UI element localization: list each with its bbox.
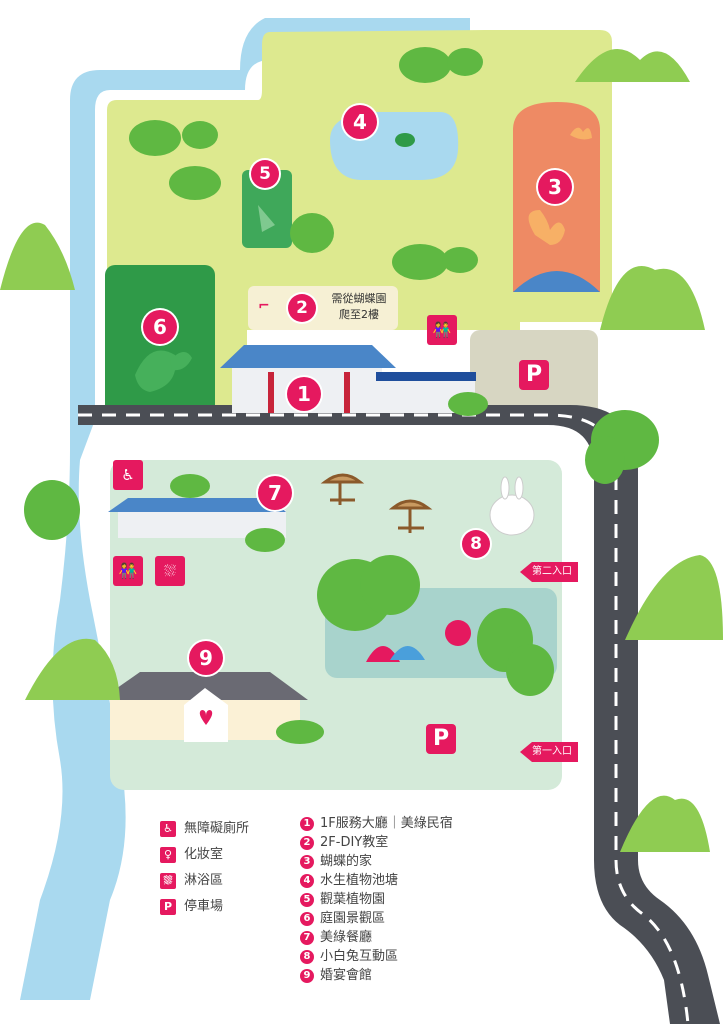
tent-blue [390,646,425,660]
callout-line-1: 需從蝴蝶園 [331,292,387,305]
entrance-1-label: 第一入口 [532,746,572,757]
mountain-5 [25,638,120,700]
trees [24,47,659,744]
area-pin-3[interactable]: 3 [538,170,572,204]
legend-makeup-room: ♀化妝室 [160,846,223,864]
wheelchair-icon: ♿ [160,820,176,837]
area-pin-6[interactable]: 6 [143,310,177,344]
shower-icon: ⛆ [160,872,176,889]
entrance-1-sign[interactable]: 第一入口 [520,742,578,762]
mountain-2 [0,222,75,290]
legend-accessible-restroom: ♿無障礙廁所 [160,820,249,838]
mountain-4 [625,555,723,640]
area-pin-7[interactable]: 7 [258,476,292,510]
main-road [78,405,720,1024]
accessible-restroom-badge[interactable]: ♿ [113,460,143,490]
mountain-6 [620,795,710,852]
entrance-2-label: 第二入口 [532,566,572,577]
parking-north[interactable]: P [519,360,549,390]
stairs-icon: ⌐ [258,298,270,314]
makeup-room-badge-north[interactable]: 👫 [427,315,457,345]
makeup-room-icon: ♀ [160,846,176,863]
area-pin-8[interactable]: 8 [462,530,490,558]
river [20,18,470,1000]
callout-line-2: 爬至2樓 [339,308,379,321]
picnic-table-2 [388,499,433,533]
area-pin-9[interactable]: 9 [189,641,223,675]
rabbit [489,494,535,536]
parking-icon: P [160,898,176,915]
callout-text: 需從蝴蝶園 爬至2樓 [326,291,392,323]
mountain-1 [575,49,690,82]
picnic-table-1 [320,473,365,505]
pond-marker [445,620,471,646]
entrance-2-sign[interactable]: 第二入口 [520,562,578,582]
area-2-callout[interactable]: ⌐ 2 需從蝴蝶園 爬至2樓 [248,286,398,330]
makeup-room-badge-south[interactable]: 👫 [113,556,143,586]
parking-south[interactable]: P [426,724,456,754]
foliage-garden [242,170,292,248]
mountain-3 [600,266,705,330]
area-pin-1[interactable]: 1 [287,377,321,411]
area-pin-2[interactable]: 2 [288,294,316,322]
area-pin-4[interactable]: 4 [343,105,377,139]
legend-shower: ⛆淋浴區 [160,872,223,890]
area-pin-5[interactable]: 5 [251,160,279,188]
shower-badge[interactable]: ⛆ [155,556,185,586]
